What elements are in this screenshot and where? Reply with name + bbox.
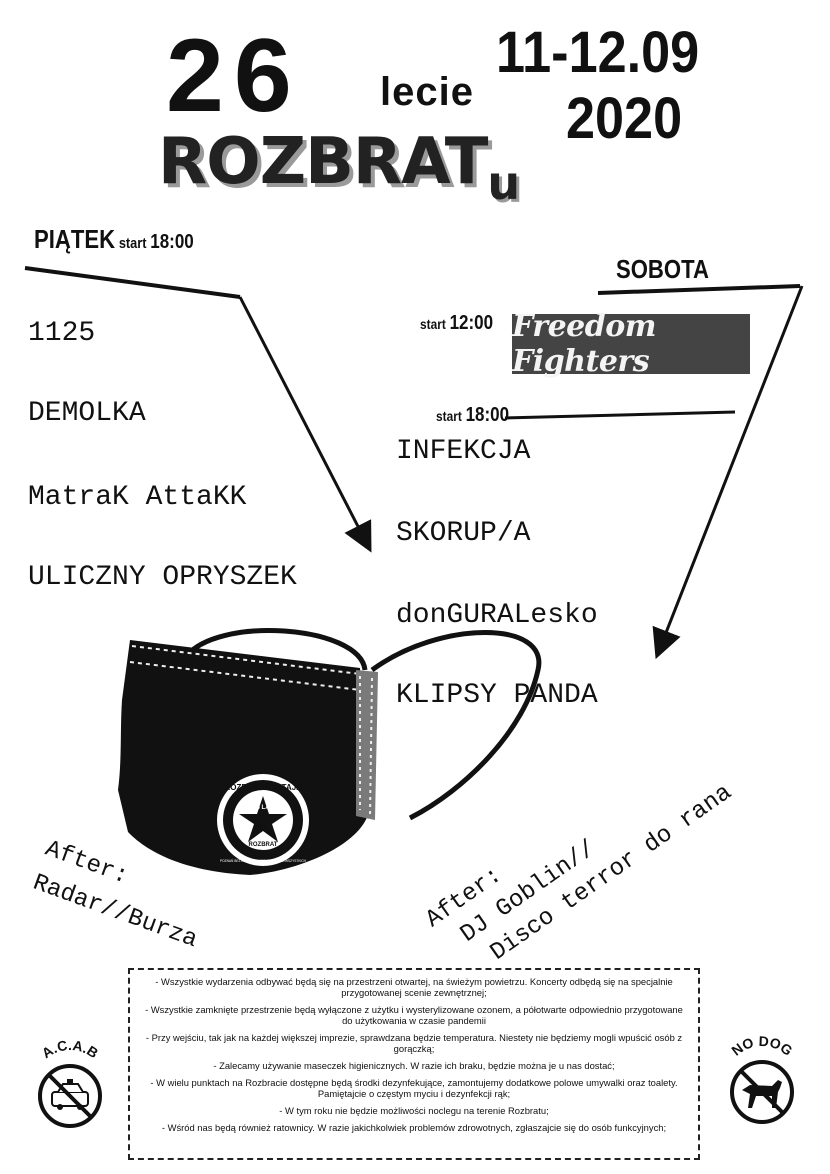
saturday-arrow	[597, 284, 804, 660]
saturday-start-prefix-2: start	[436, 408, 462, 424]
friday-band-2: DEMOLKA	[28, 398, 146, 429]
saturday-start-1: start 12:00	[420, 312, 493, 335]
logo-bottom-text: ROZBRAT	[249, 842, 278, 848]
saturday-band-4: KLIPSY PANDA	[396, 680, 598, 711]
saturday-evening-line	[504, 410, 736, 420]
rule-item: - Wszystkie zamknięte przestrzenie będą …	[145, 1004, 683, 1026]
friday-band-3: MatraK AttaKK	[28, 482, 247, 513]
friday-heading: PIĄTEK start 18:00	[34, 224, 194, 255]
no-dog-sign: NO DOG	[728, 1033, 796, 1124]
rozbrat-zostaje-logo: ROZBRAT ZOSTAJE 25 LAT ROZBRAT POZNAŃ BE…	[217, 774, 309, 866]
face-mask-illustration: ROZBRAT ZOSTAJE 25 LAT ROZBRAT POZNAŃ BE…	[118, 627, 542, 875]
logo-ring-text: POZNAŃ BEZ EKSMISJI, WSZYSTKO I DLA WSZY…	[220, 859, 307, 863]
rule-item: - Wśród nas będą również ratownicy. W ra…	[161, 1122, 667, 1133]
rozbrat-title-main: ROZBRAT	[158, 125, 488, 199]
acab-label: A.C.A.B	[39, 1037, 102, 1061]
saturday-start-time-1: 12:00	[449, 312, 494, 334]
rozbrat-title: ROZBRATu	[158, 130, 520, 206]
event-dates: 11-12.09	[496, 20, 700, 85]
rule-item: - Przy wejściu, tak jak na każdej większ…	[145, 1032, 683, 1054]
saturday-band-3: donGURALesko	[396, 600, 598, 631]
friday-label: PIĄTEK	[34, 224, 116, 254]
saturday-band-2: SKORUP/A	[396, 518, 531, 549]
event-year: 2020	[566, 86, 683, 151]
saturday-label: SOBOTA	[616, 254, 709, 284]
acab-sign: A.C.A.B	[38, 1037, 102, 1128]
friday-start-time: 18:00	[150, 231, 194, 253]
no-dog-label: NO DOG	[728, 1033, 795, 1059]
lecie-label: lecie	[380, 70, 474, 114]
saturday-band-1: INFEKCJA	[396, 436, 531, 467]
saturday-start-2: start 18:00	[436, 404, 509, 427]
saturday-start-time-2: 18:00	[465, 404, 510, 426]
logo-years-text: 25 LAT	[253, 805, 273, 811]
logo-top-text: ROZBRAT ZOSTAJE	[224, 783, 302, 792]
rule-item: - W wielu punktach na Rozbracie dostępne…	[150, 1077, 678, 1099]
covid-rules-box: - Wszystkie wydarzenia odbywać będą się …	[128, 968, 700, 1160]
friday-band-4: ULICZNY OPRYSZEK	[28, 562, 297, 593]
rozbrat-title-suffix: u	[487, 156, 521, 210]
saturday-start-prefix-1: start	[420, 316, 446, 332]
rule-item: - Zalecamy używanie maseczek higieniczny…	[213, 1060, 615, 1071]
anniversary-number: 26	[166, 18, 302, 134]
freedom-fighters-logo: Freedom Fighters	[512, 309, 750, 379]
friday-start-prefix: start	[118, 235, 147, 252]
rule-item: - W tym roku nie będzie możliwości nocle…	[279, 1105, 549, 1116]
friday-arrow	[24, 266, 372, 553]
rule-item: - Wszystkie wydarzenia odbywać będą się …	[155, 976, 673, 998]
friday-band-1: 1125	[28, 318, 96, 349]
